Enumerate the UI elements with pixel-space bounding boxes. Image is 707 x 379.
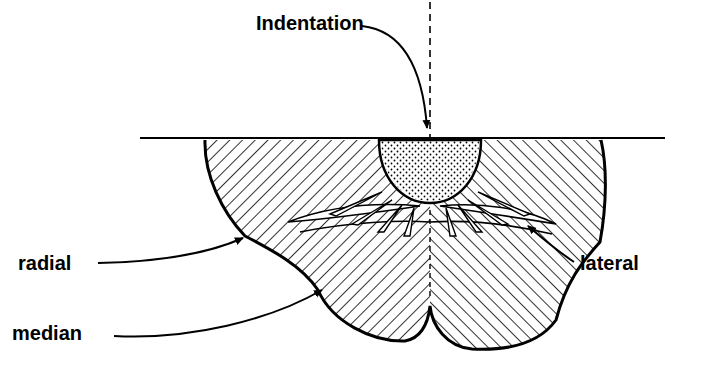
indentation-impression <box>379 140 481 203</box>
leader-lines <box>98 26 574 337</box>
surface-line <box>140 137 665 139</box>
load-axis <box>429 2 431 140</box>
crack-label: lateral <box>580 252 639 274</box>
damage-zone <box>205 140 605 349</box>
crack-label: radial <box>18 252 71 274</box>
radial-cracks <box>330 192 530 300</box>
indentation-label: Indentation <box>256 12 364 34</box>
crack-label: median <box>12 322 82 344</box>
